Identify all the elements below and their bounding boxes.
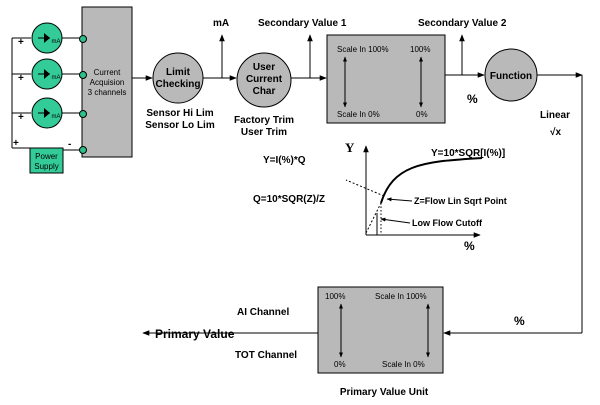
port-supply <box>79 146 87 154</box>
cutoff-pointer <box>380 217 411 224</box>
limit-checking-line-2: Checking <box>155 79 200 90</box>
scale-top-right-bottom: 0% <box>416 110 428 119</box>
scale-top-block: Scale In 100% 100% Scale In 0% 0% <box>326 34 446 124</box>
formula-q: Q=10*SQR(Z)/Z <box>253 194 325 205</box>
port-2 <box>79 71 87 79</box>
cutoff-label: Low Flow Cutoff <box>412 218 483 228</box>
linear-label: Linear <box>540 110 570 121</box>
acquisition-label-line-1: Current <box>94 68 121 77</box>
current-sensor-1: mA <box>31 22 87 54</box>
port-3 <box>79 110 87 118</box>
plus-sign-supply: + <box>13 138 19 149</box>
acquisition-label-line-3: 3 channels <box>88 88 127 97</box>
char-line-1: User <box>253 62 275 73</box>
plus-sign-3: + <box>18 112 24 123</box>
char-line-2: Current <box>246 74 283 85</box>
minus-sign-supply: - <box>68 139 71 150</box>
current-sensor-3: mA <box>31 97 87 129</box>
secondary-value-1-label: Secondary Value 1 <box>258 18 347 29</box>
limit-checking-circle <box>152 52 204 104</box>
return-percent: % <box>514 314 525 328</box>
acquisition-label-line-2: Acquision <box>90 78 125 87</box>
flow-graph: Y=I(%)*Q Q=10*SQR(Z)/Z Y=10*SQR[I(%)] Y … <box>253 140 507 253</box>
scale-bottom-left-top: 100% <box>325 292 345 301</box>
user-current-char-block: User Current Char Factory Trim User Trim <box>234 52 294 138</box>
function-block: Function <box>484 48 538 102</box>
char-line-3: Char <box>253 86 276 97</box>
sensor-2-triangle <box>44 69 50 79</box>
power-supply-box <box>29 147 64 174</box>
graph-x-axis-label: % <box>464 239 475 253</box>
power-supply-line-1: Power <box>35 152 58 161</box>
z-point-label: Z=Flow Lin Sqrt Point <box>414 196 507 206</box>
formula-curve: Y=10*SQR[I(%)] <box>431 148 505 159</box>
current-sensor-2: mA <box>31 58 87 90</box>
sensor-1-glyph: mA <box>52 39 61 45</box>
primary-value-label: Primary Value <box>155 327 235 341</box>
function-label: Function <box>490 71 532 82</box>
sensor-hi-lim: Sensor Hi Lim <box>146 108 213 119</box>
graph-y-axis-label: Y <box>345 140 355 155</box>
char-circle <box>236 52 292 108</box>
graph-linear-dashed <box>365 202 382 234</box>
primary-value-unit-block: 100% Scale In 100% 0% Scale In 0% Primar… <box>317 286 444 398</box>
sensor-2-glyph: mA <box>52 75 61 81</box>
ai-channel-label: AI Channel <box>237 307 289 318</box>
sensor-1-triangle <box>44 33 50 43</box>
scale-bottom-left-bottom: 0% <box>334 360 346 369</box>
plus-sign-1: + <box>18 37 24 48</box>
scale-bottom-right-bottom: Scale In 0% <box>382 360 425 369</box>
user-trim: User Trim <box>241 127 287 138</box>
sqrt-label: √x <box>550 127 561 138</box>
current-acquisition-block: Current Acquision 3 channels + + + + - m… <box>11 6 133 174</box>
scale-bottom-box <box>317 286 444 374</box>
ma-tap-label: mA <box>213 18 229 29</box>
plus-sign-2: + <box>18 73 24 84</box>
limit-checking-line-1: Limit <box>166 67 191 78</box>
scale-top-left-bottom: Scale In 0% <box>337 110 380 119</box>
scale-top-right-top: 100% <box>410 45 430 54</box>
scale-bottom-right-top: Scale In 100% <box>375 292 427 301</box>
sensor-3-glyph: mA <box>52 114 61 120</box>
sensor-lo-lim: Sensor Lo Lim <box>145 120 215 131</box>
acquisition-box <box>81 6 133 158</box>
secondary-value-2-label: Secondary Value 2 <box>418 18 507 29</box>
tot-channel-label: TOT Channel <box>235 350 297 361</box>
z-point-pointer <box>386 197 413 202</box>
primary-value-unit-label: Primary Value Unit <box>340 387 429 398</box>
port-1 <box>79 35 87 43</box>
graph-sqrt-curve <box>380 157 483 204</box>
percent-after-scale: % <box>467 92 478 106</box>
graph-dashed-extension <box>345 179 385 197</box>
factory-trim: Factory Trim <box>234 115 294 126</box>
limit-checking-block: Limit Checking Sensor Hi Lim Sensor Lo L… <box>145 52 215 131</box>
formula-y: Y=I(%)*Q <box>263 155 306 166</box>
sensor-3-triangle <box>44 108 50 118</box>
scale-top-left-top: Scale In 100% <box>337 45 389 54</box>
power-supply-line-2: Supply <box>34 162 58 171</box>
